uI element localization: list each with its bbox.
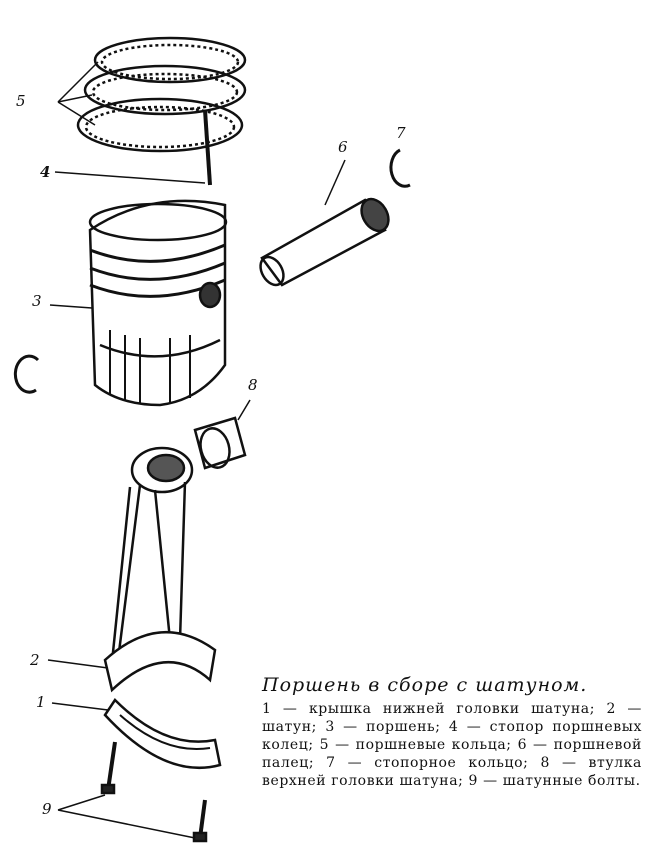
label-6: 6 — [338, 138, 348, 156]
caption-legend: 1 — крышка нижней головки шатуна; 2 — ша… — [262, 701, 642, 789]
label-5: 5 — [16, 92, 26, 110]
label-9: 9 — [42, 800, 52, 818]
label-8: 8 — [248, 376, 258, 394]
piston — [49, 199, 228, 407]
figure-caption: Поршень в сборе с шатуном. 1 — крышка ни… — [262, 674, 642, 790]
circlip-left — [13, 354, 40, 394]
small-end-bushing — [193, 399, 251, 470]
caption-title: Поршень в сборе с шатуном. — [262, 674, 588, 696]
ring-stopper-lead — [54, 61, 206, 184]
label-3: 3 — [32, 292, 42, 310]
label-1: 1 — [36, 693, 46, 711]
rod-bolts — [57, 741, 208, 843]
label-7: 7 — [396, 124, 406, 142]
label-4: 4 — [40, 163, 51, 181]
connecting-rod — [47, 446, 217, 693]
circlip-right — [389, 148, 411, 188]
label-2: 2 — [30, 651, 40, 669]
piston-pin — [259, 159, 390, 287]
piston-rings — [76, 36, 247, 186]
rod-cap — [51, 698, 222, 770]
